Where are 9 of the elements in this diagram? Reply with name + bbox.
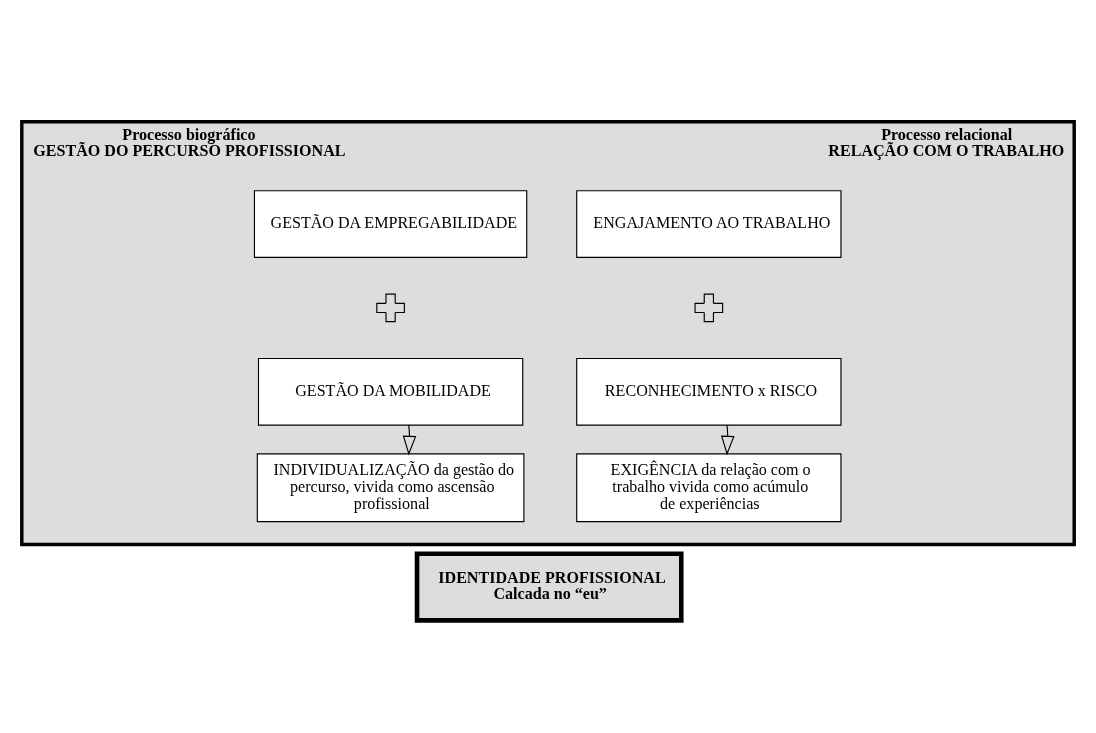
arrow <box>720 424 735 456</box>
arrow <box>402 424 417 456</box>
node-box: RECONHECIMENTO x RISCO <box>576 357 842 426</box>
node-box: GESTÃO DA EMPREGABILIDADE <box>253 190 528 258</box>
node-box: INDIVIDUALIZAÇÃO da gestão do percurso, vivida como ascensão profissional <box>256 453 525 523</box>
node-box: GESTÃO DA MOBILIDADE <box>257 357 524 426</box>
node-box: ENGAJAMENTO AO TRABALHO <box>576 190 842 258</box>
node-box: EXIGÊNCIA da relação com o trabalho vivida como acúmulo de experiências <box>576 453 842 523</box>
node-box: IDENTIDADE PROFISSIONAL Calcada no “eu” <box>414 551 684 623</box>
